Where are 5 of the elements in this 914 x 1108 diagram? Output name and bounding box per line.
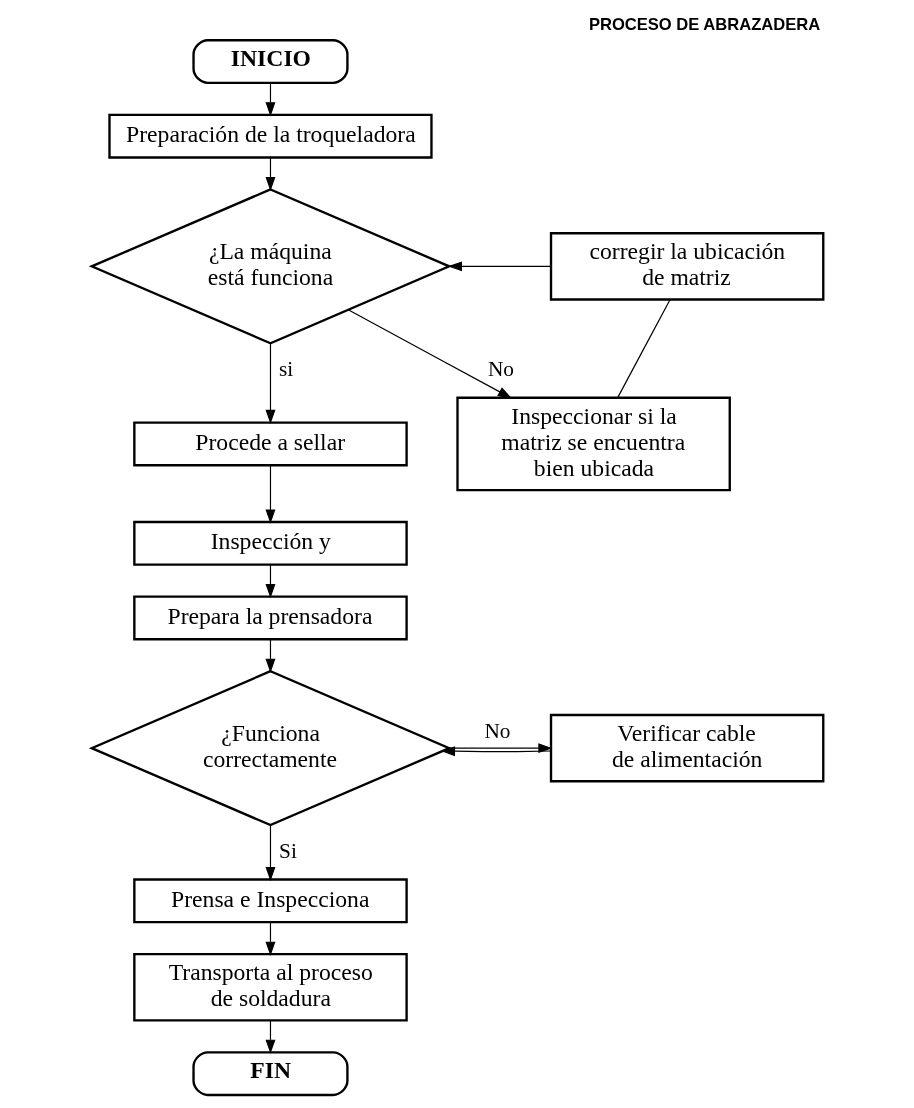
- edge-label: No: [487, 356, 514, 381]
- edge-label: No: [483, 718, 510, 743]
- edge-label: Si: [278, 838, 297, 863]
- edge-label: si: [278, 356, 293, 381]
- diagram-title: PROCESO DE ABRAZADERA: [588, 14, 820, 34]
